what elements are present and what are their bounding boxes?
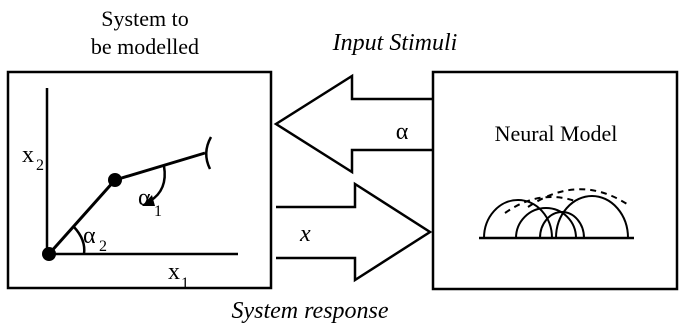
arm-link-upper bbox=[114, 151, 206, 182]
input-symbol: α bbox=[396, 119, 409, 145]
response-symbol: x bbox=[299, 221, 311, 247]
angle2-arc bbox=[73, 226, 86, 255]
neural-arc-3 bbox=[539, 211, 585, 239]
angle2-label: α bbox=[83, 223, 96, 249]
angle1-label: α bbox=[138, 185, 151, 211]
arm-link-lower bbox=[47, 179, 117, 255]
angle1-arc bbox=[149, 165, 166, 203]
angle1-arrowhead-icon bbox=[142, 195, 155, 206]
input-stimuli-caption: Input Stimuli bbox=[332, 30, 458, 56]
input-stimuli-arrow bbox=[273, 73, 432, 175]
x-axis-label: x bbox=[168, 259, 180, 285]
neural-dashed-arc-1 bbox=[504, 196, 579, 214]
system-title-line2: be modelled bbox=[91, 34, 199, 59]
base-joint bbox=[42, 247, 56, 261]
neural-model-box bbox=[431, 70, 679, 291]
system-response-caption: System response bbox=[231, 298, 388, 324]
system-response-arrow bbox=[276, 181, 433, 283]
elbow-joint bbox=[108, 173, 122, 187]
neural-arc-1 bbox=[483, 199, 553, 239]
system-box bbox=[6, 70, 273, 290]
system-title-line1: System to bbox=[101, 6, 188, 31]
angle2-subscript: 2 bbox=[99, 238, 107, 255]
neural-arc-2 bbox=[515, 207, 577, 239]
neural-model-title: Neural Model bbox=[495, 121, 618, 146]
x-axis-subscript: 1 bbox=[181, 275, 189, 292]
angle1-subscript: 1 bbox=[154, 203, 162, 220]
neural-arc-4 bbox=[555, 195, 629, 239]
y-axis-label: x bbox=[22, 142, 34, 168]
neural-dashed-arc-2 bbox=[527, 188, 631, 208]
end-effector-icon bbox=[205, 136, 213, 170]
y-axis-subscript: 2 bbox=[36, 157, 44, 174]
